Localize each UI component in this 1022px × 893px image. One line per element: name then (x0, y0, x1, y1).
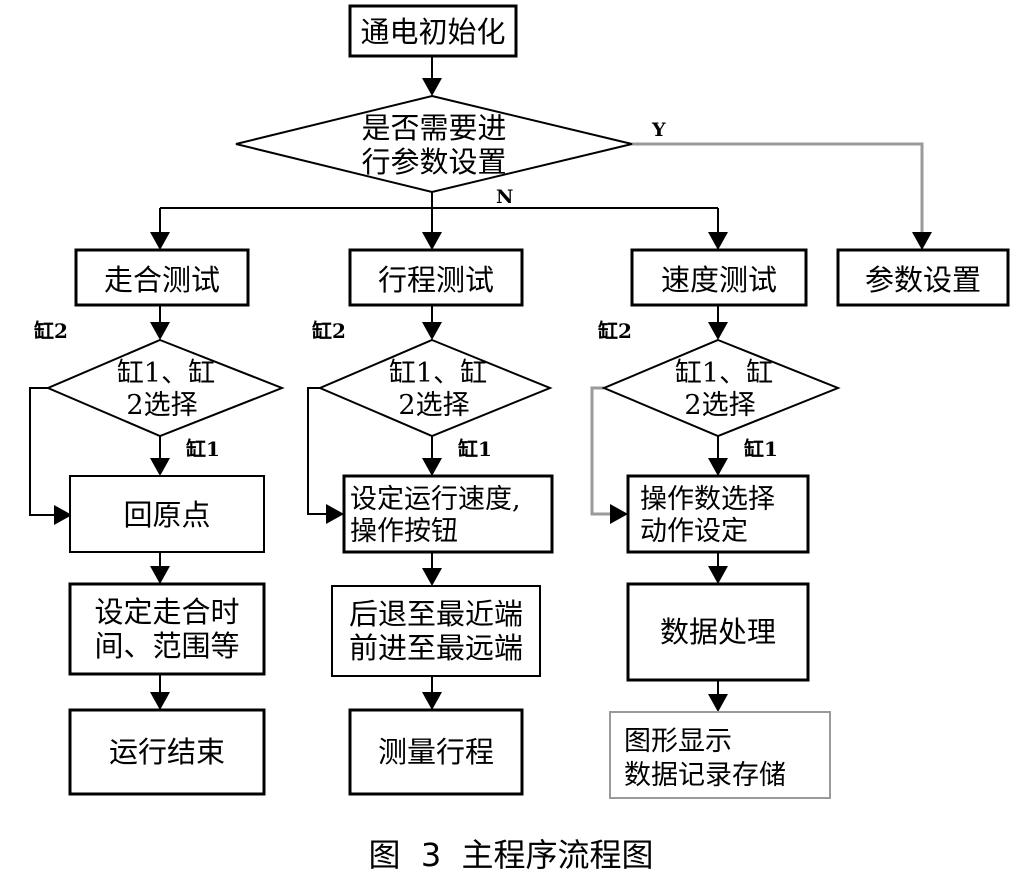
decision-cylinder-select (317, 338, 553, 438)
decision-params-line2: 行参数设置 (361, 145, 506, 179)
col1-step3: 运行结束 (109, 735, 225, 769)
arrowhead (422, 568, 442, 586)
arrowhead (150, 232, 170, 250)
col3-step3-box (609, 711, 831, 799)
decision-params (235, 94, 633, 194)
edge-label-cyl1: 缸1 (458, 437, 492, 461)
col1-step2-line1: 设定走合时 (94, 595, 239, 629)
figure-caption: 图 3 主程序流程图 (368, 836, 653, 874)
arrowhead (326, 504, 344, 524)
init-label: 通电初始化 (360, 15, 505, 49)
select-line2: 2选择 (126, 390, 197, 421)
col3-step1-line2: 动作设定 (640, 516, 748, 547)
params-box (836, 248, 1010, 307)
arrowhead (708, 566, 728, 584)
arrowhead (610, 504, 628, 524)
col2-step2-line1: 后退至最近端 (349, 597, 523, 631)
arrowhead (422, 78, 442, 96)
col2-step1-box (342, 474, 554, 554)
col3-step1-line1: 操作数选择 (640, 484, 775, 515)
edge-label-cyl1: 缸1 (186, 437, 220, 461)
col1-step2-line2: 间、范围等 (94, 629, 239, 663)
col2-step3: 测量行程 (378, 735, 494, 769)
arrowhead (708, 232, 728, 250)
arrowhead (422, 322, 442, 340)
col2-step1-line1: 设定运行速度, (350, 484, 521, 515)
edge-label-cyl2: 缸2 (598, 319, 632, 343)
col3-title: 速度测试 (661, 263, 777, 297)
col3-step2: 数据处理 (660, 615, 776, 649)
col1-title: 走合测试 (104, 263, 220, 297)
arrowhead (912, 232, 932, 250)
arrowhead (150, 322, 170, 340)
arrowhead (150, 566, 170, 584)
arrowhead (708, 458, 728, 476)
connectors (29, 56, 932, 712)
arrowhead (422, 458, 442, 476)
col3-step2-box (626, 582, 810, 682)
col2-step3-box (348, 708, 524, 796)
col3-step3-line2: 数据记录存储 (624, 760, 786, 791)
edge-label-yes: Y (651, 119, 666, 141)
arrowhead (54, 505, 72, 525)
col3-title-box (630, 248, 808, 307)
col3-step1-box (626, 474, 810, 554)
select-line2: 2选择 (398, 390, 469, 421)
col2-step2-box (331, 585, 541, 677)
col2-step1-line2: 操作按钮 (350, 516, 458, 547)
col2-title-box (348, 248, 524, 307)
arrowhead (150, 458, 170, 476)
select-line1: 缸1、缸 (389, 358, 487, 389)
edge-yes-params (632, 142, 924, 234)
select-line1: 缸1、缸 (675, 358, 773, 389)
col1-title-box (74, 248, 250, 307)
arrowhead (422, 232, 442, 250)
edge-cyl2-loop (307, 387, 328, 515)
arrowhead (422, 692, 442, 710)
params-label: 参数设置 (865, 263, 981, 297)
edge-cyl2-loop (29, 387, 56, 516)
edge-label-no: N (496, 186, 513, 208)
select-line2: 2选择 (684, 390, 755, 421)
col1-step1-box (69, 475, 265, 553)
arrowhead (150, 692, 170, 710)
arrowhead (708, 694, 728, 712)
edge-label-cyl1: 缸1 (744, 437, 778, 461)
col1-step2-box (68, 582, 266, 676)
select-line1: 缸1、缸 (117, 358, 215, 389)
init-box (348, 4, 518, 58)
decision-params-line1: 是否需要进 (361, 111, 506, 145)
decision-cylinder-select (601, 338, 841, 438)
col3-step3-line1: 图形显示 (624, 726, 732, 757)
edge-cyl2-loop (590, 386, 612, 516)
col2-title: 行程测试 (378, 263, 494, 297)
col1-step3-box (68, 708, 266, 796)
edge-label-cyl2: 缸2 (34, 319, 68, 343)
col2-step2-line2: 前进至最远端 (349, 631, 523, 665)
edge-label-cyl2: 缸2 (312, 319, 346, 343)
arrowhead (708, 322, 728, 340)
decision-cylinder-select (45, 338, 285, 438)
col1-step1: 回原点 (123, 498, 210, 532)
